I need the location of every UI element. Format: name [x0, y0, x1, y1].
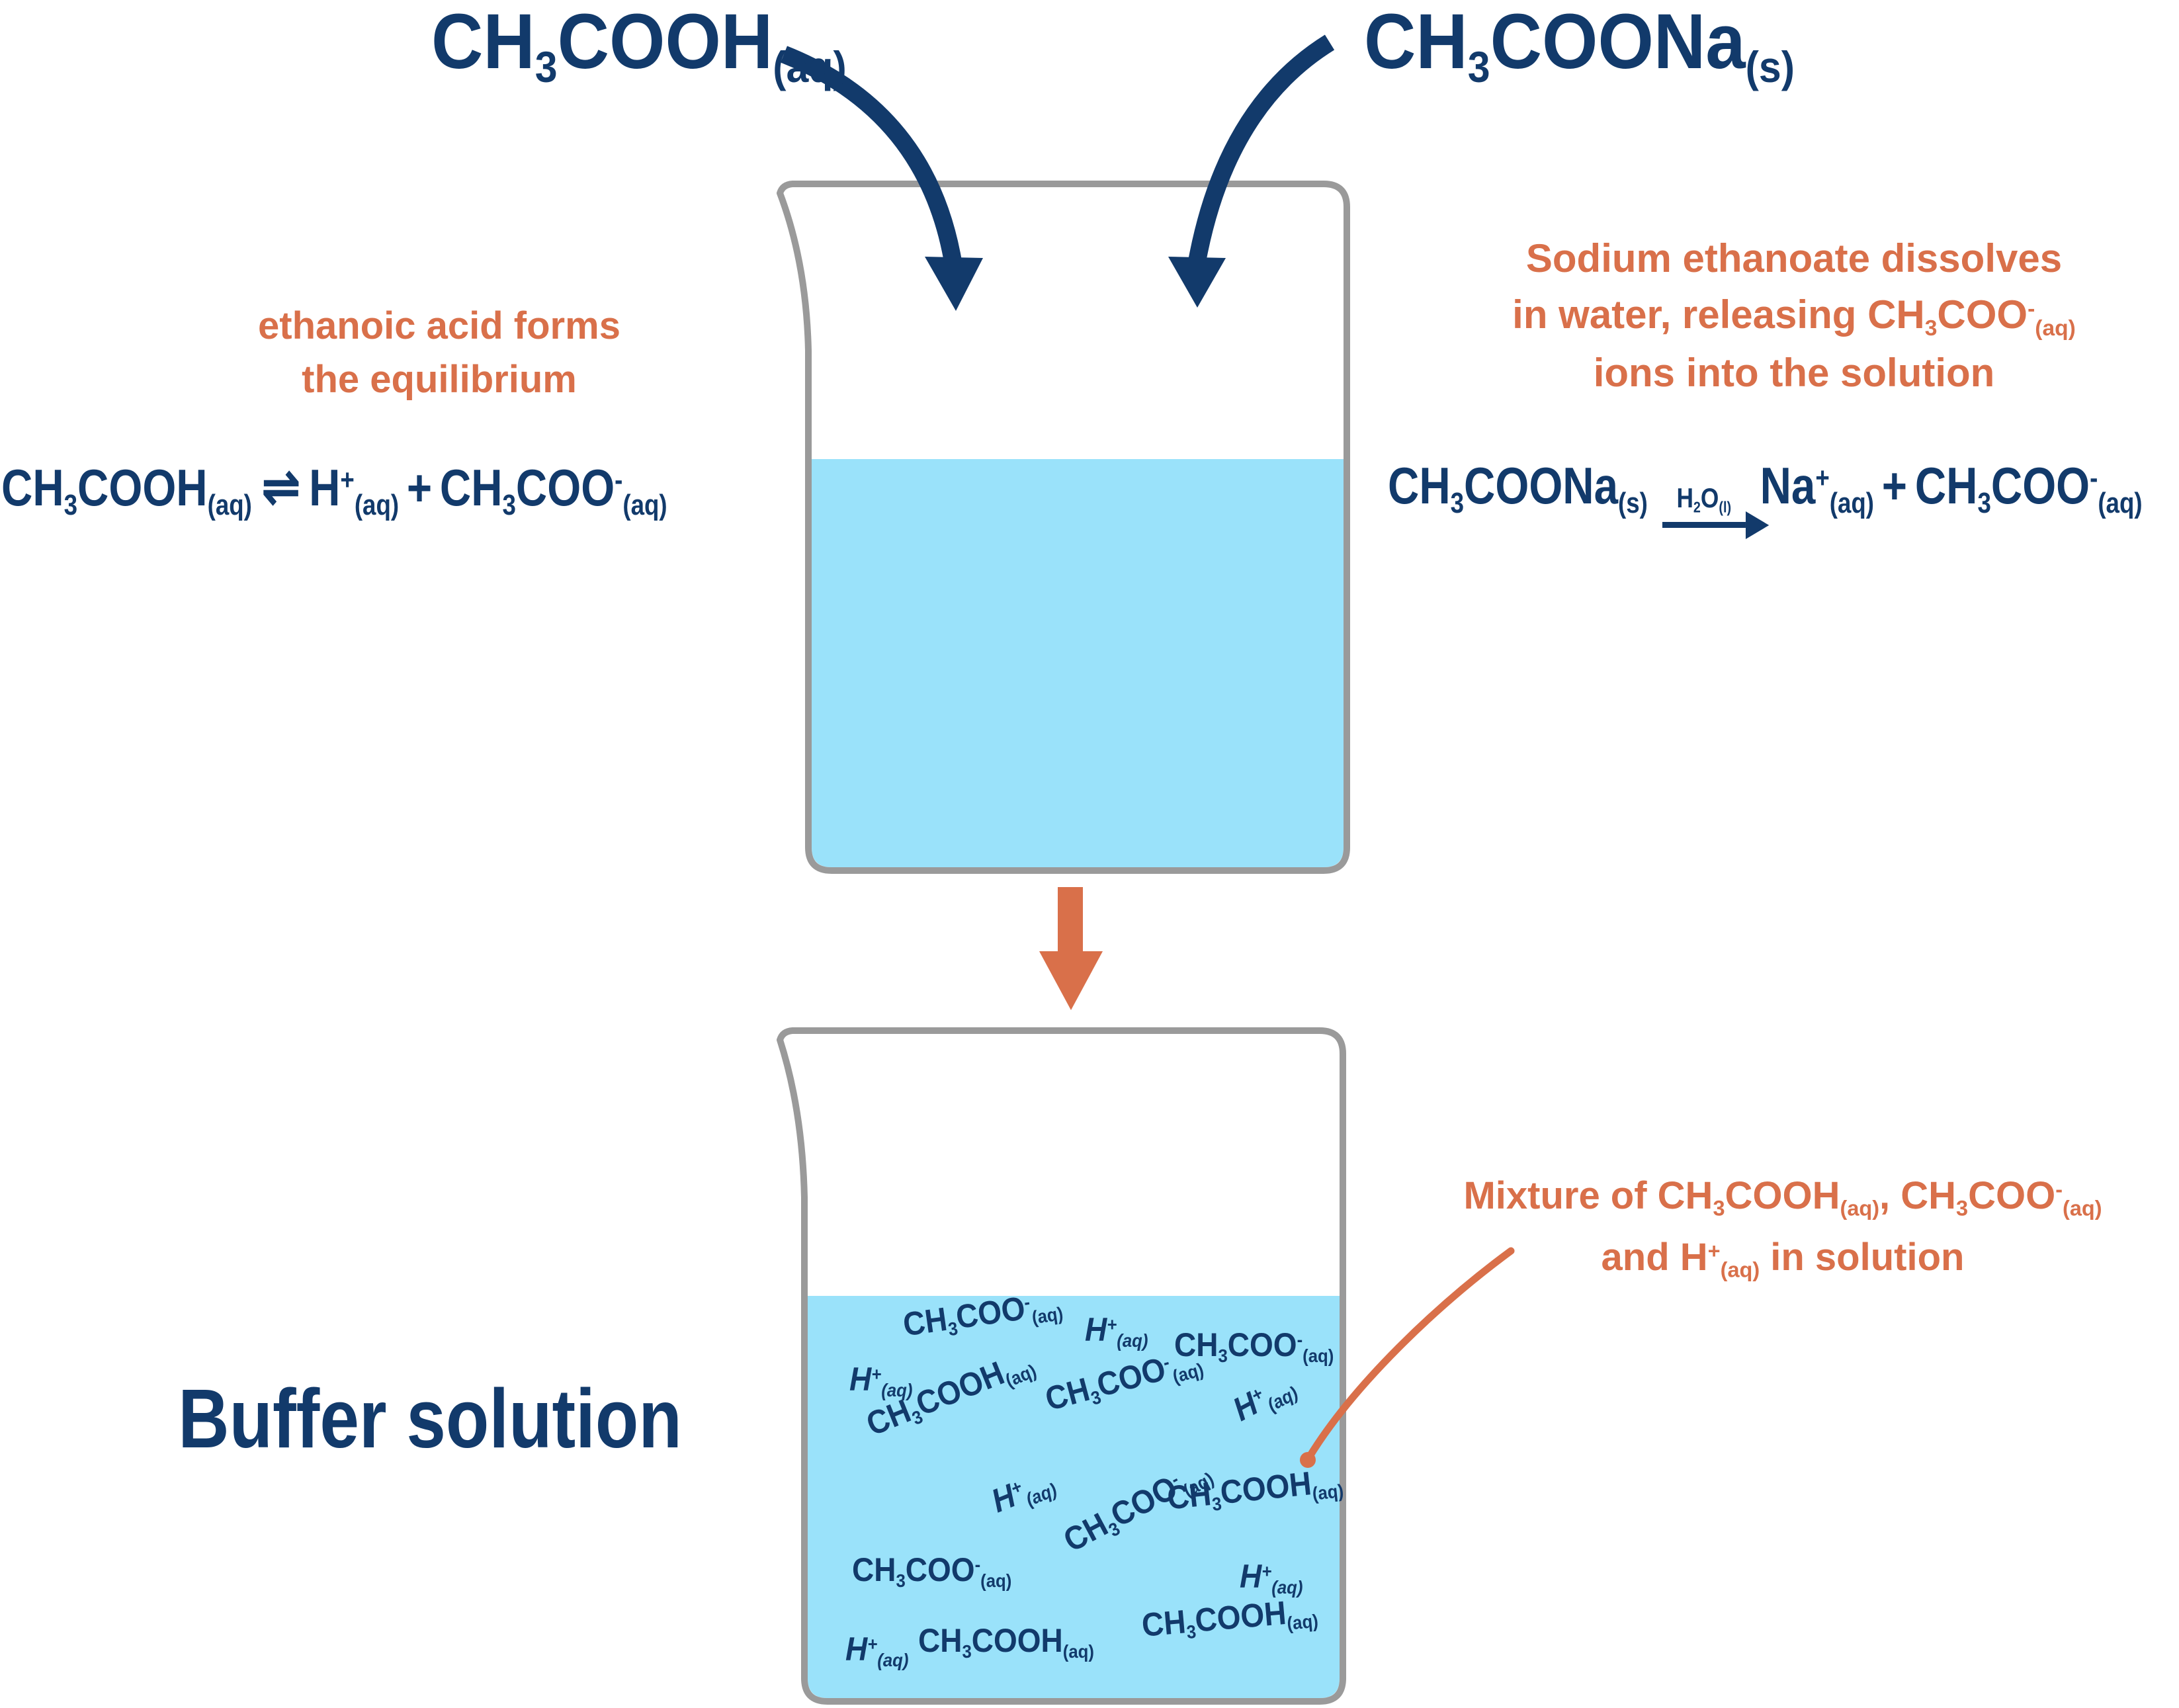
right-note-line2-text: in water, releasing [1512, 292, 1868, 337]
beaker1-outline [777, 181, 1350, 874]
reaction-arrow: H2O(l) [1662, 484, 1746, 537]
mixture-note-formula1: CH3COOH(aq) [1657, 1174, 1880, 1220]
right-note-line1: Sodium ethanoate dissolves [1525, 236, 2063, 280]
plus-sign: + [1881, 456, 1908, 515]
right-equation-lhs: CH3COONa(s) [1388, 456, 1648, 519]
reagent-left-title: CH3COOH(aq) [431, 0, 847, 93]
mixture-note-line2-text: and [1601, 1235, 1680, 1279]
species-label: H+(aq) [845, 1631, 909, 1670]
right-arrow-icon [1662, 522, 1746, 529]
mixture-note-line1: Mixture of CH3COOH(aq), CH3COO-(aq) [1463, 1166, 2102, 1227]
species-label: H+(aq) [1240, 1558, 1303, 1598]
left-equation-rhs1: H+(aq) [309, 458, 400, 521]
mixture-note-line1-text: Mixture of [1463, 1174, 1658, 1217]
species-label: CH3COO-(aq) [852, 1551, 1012, 1591]
right-note-line3: ions into the solution [1593, 350, 1995, 395]
right-equation: CH3COONa(s) H2O(l) Na+(aq)+CH3COO-(aq) [1388, 455, 2143, 537]
species-label: H+(aq) [1085, 1311, 1148, 1351]
beaker1-liquid [812, 459, 1344, 867]
equilibrium-symbol: ⇌ [261, 457, 300, 517]
mixture-note-line2: and H+(aq) in solution [1463, 1227, 2102, 1289]
buffer-solution-label: Buffer solution [178, 1372, 682, 1465]
right-note-line2-formula: CH3COO-(aq) [1867, 292, 2076, 341]
mixture-pointer-line [1300, 1247, 1515, 1468]
reagent-right-title: CH3COONa(s) [1364, 0, 1795, 93]
mixture-note-comma: , [1879, 1174, 1901, 1217]
mixture-note-formula2: CH3COO-(aq) [1901, 1174, 2102, 1220]
species-label: CH3COOH(aq) [918, 1622, 1094, 1662]
plus-sign: + [406, 458, 433, 517]
beaker2-liquid [808, 1296, 1340, 1698]
left-equation: CH3COOH(aq)⇌H+(aq)+CH3COO-(aq) [1, 455, 667, 523]
pour-arrow-left-icon [781, 46, 983, 311]
mixture-note-formula3: H+(aq) [1680, 1235, 1760, 1282]
right-note-line2: in water, releasing CH3COO-(aq) [1512, 286, 2076, 344]
species-label: H+(aq) [849, 1361, 913, 1400]
left-note-line1: ethanoic acid forms [258, 304, 620, 347]
reaction-arrow-label: H2O(l) [1676, 482, 1732, 516]
right-equation-rhs1: Na+(aq) [1760, 456, 1875, 519]
mixture-note: Mixture of CH3COOH(aq), CH3COO-(aq) and … [1463, 1166, 2102, 1289]
left-equation-rhs2: CH3COO-(aq) [439, 458, 667, 521]
species-label: CH3COO-(aq) [1174, 1326, 1334, 1366]
pour-arrow-right-icon [1168, 34, 1335, 308]
right-equation-rhs2: CH3COO-(aq) [1914, 456, 2143, 519]
down-arrow-icon [1039, 887, 1103, 1010]
beaker2-outline [777, 1027, 1346, 1705]
left-note-line2: the equilibrium [302, 358, 577, 402]
right-note: Sodium ethanoate dissolves in water, rel… [1512, 230, 2076, 401]
left-equation-lhs: CH3COOH(aq) [1, 458, 252, 521]
mixture-note-line2-suffix: in solution [1760, 1235, 1965, 1279]
left-note: ethanoic acid forms the equilibrium [258, 299, 620, 406]
